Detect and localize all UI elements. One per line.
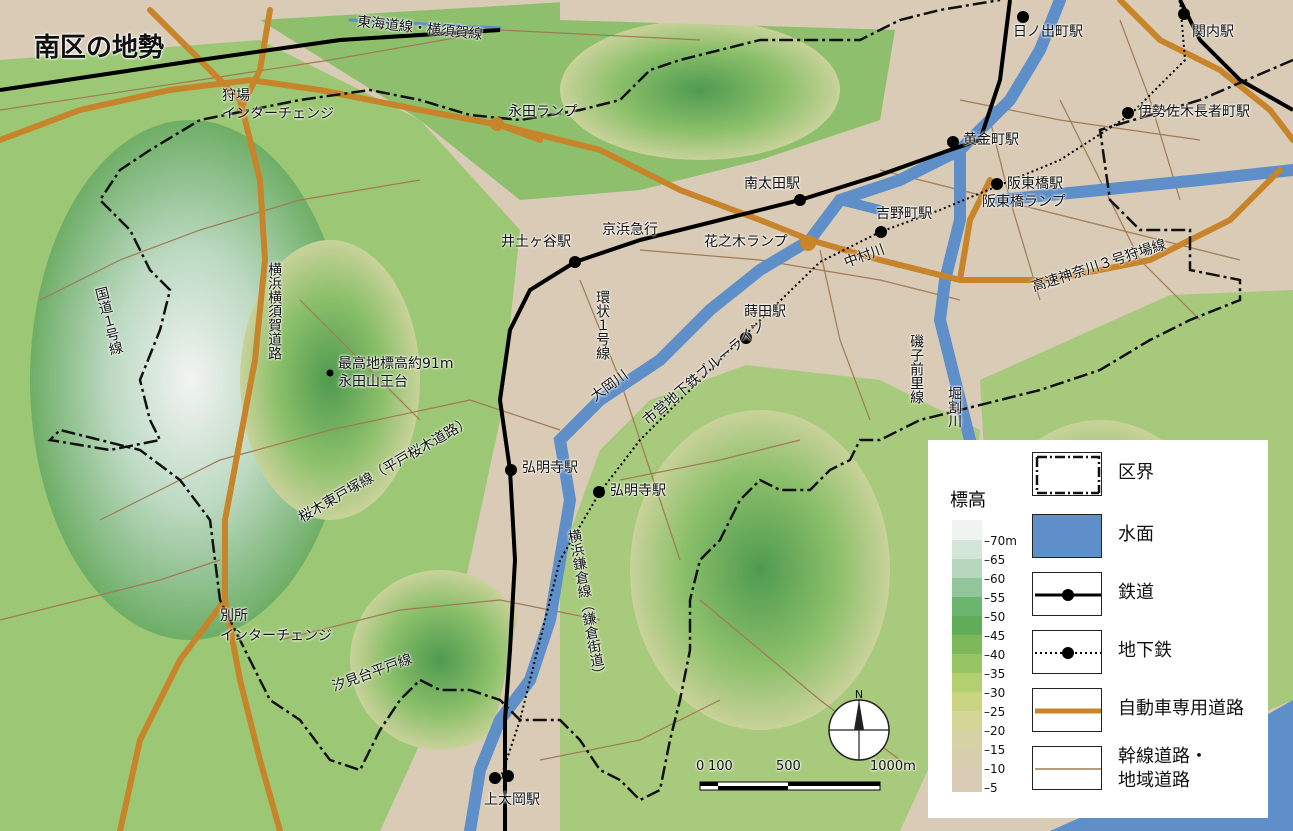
elevation-tick-label: –40 xyxy=(984,648,1006,662)
elevation-tick-label: –60 xyxy=(984,572,1006,586)
expressway-icon xyxy=(1032,688,1102,732)
label-gumyoji-subway-station: 弘明寺駅 xyxy=(610,483,666,499)
ramp-markers xyxy=(490,117,816,251)
lowland-river xyxy=(470,40,1293,831)
subway xyxy=(499,0,1187,781)
label-nagata-sannodai: 永田山王台 xyxy=(338,374,408,390)
elevation-tick-label: –70m xyxy=(984,534,1017,548)
subway-icon xyxy=(1032,630,1102,674)
elevation-tick-label: –15 xyxy=(984,743,1006,757)
elevation-tick-label: –50 xyxy=(984,610,1006,624)
boundary-icon xyxy=(1032,452,1102,496)
label-kanjo1-line: 環状１号線 xyxy=(594,290,611,360)
elevation-tick-label: –5 xyxy=(984,781,998,795)
label-kariba-ic-1: 狩場 xyxy=(222,88,250,104)
elevation-color-bar xyxy=(952,520,982,792)
label-kannai-station: 関内駅 xyxy=(1192,24,1234,40)
scale-tick-100: 100 xyxy=(708,759,733,774)
map-title: 南区の地勢 xyxy=(34,33,165,63)
legend-label-subway: 地下鉄 xyxy=(1118,640,1172,661)
label-isezaki-station: 伊勢佐木長者町駅 xyxy=(1138,104,1250,120)
railway-icon xyxy=(1032,572,1102,616)
label-idogaya-station: 井土ヶ谷駅 xyxy=(501,234,571,250)
label-koganecho-station: 黄金町駅 xyxy=(963,132,1019,148)
label-kariba-ic-2: インターチェンジ xyxy=(222,106,334,122)
elevation-tick-label: –25 xyxy=(984,705,1006,719)
scale-bar: 0 100 500 1000m xyxy=(696,759,928,804)
legend-label-expressway: 自動車専用道路 xyxy=(1118,698,1244,719)
rivers xyxy=(348,0,1293,831)
elevation-tick-label: –55 xyxy=(984,591,1006,605)
scale-tick-1000: 1000m xyxy=(870,759,916,774)
elevation-tick-label: –45 xyxy=(984,629,1006,643)
legend-label-local-road: 地域道路 xyxy=(1118,770,1190,791)
label-isogo-maesato-line: 磯子前里線 xyxy=(908,334,925,404)
label-kamiooka-station: 上大岡駅 xyxy=(484,792,540,808)
legend: 標高 –70m –65 –60 –55 –50 –45 –40 –35 –30 –25 –20 –15… xyxy=(928,440,1268,818)
elevation-tick-label: –20 xyxy=(984,724,1006,738)
label-bandobashi-station: 阪東橋駅 xyxy=(1007,176,1063,192)
label-yoshinocho-station: 吉野町駅 xyxy=(876,206,932,222)
elevation-tick-label: –65 xyxy=(984,553,1006,567)
arterial-road-icon xyxy=(1032,746,1102,790)
north-arrow-icon: N xyxy=(828,690,890,761)
elevation-tick-label: –10 xyxy=(984,762,1006,776)
label-maita-station: 蒔田駅 xyxy=(744,304,786,320)
label-bandobashi-ramp: 阪東橋ランプ xyxy=(982,194,1066,210)
scale-tick-500: 500 xyxy=(776,759,801,774)
water-icon xyxy=(1032,514,1102,558)
legend-label-boundary: 区界 xyxy=(1118,462,1154,483)
label-keikyu-line: 京浜急行 xyxy=(602,222,658,238)
legend-label-arterial-road: 幹線道路・ xyxy=(1118,746,1208,767)
label-minamiota-station: 南太田駅 xyxy=(744,176,800,192)
label-yokohama-yokosuka-road: 横浜横須賀道路 xyxy=(266,262,283,360)
legend-label-railway: 鉄道 xyxy=(1118,582,1154,603)
elevation-tick-label: –35 xyxy=(984,667,1006,681)
elevation-title: 標高 xyxy=(950,490,986,511)
legend-label-water: 水面 xyxy=(1118,524,1154,545)
station-markers xyxy=(326,8,1190,784)
label-highest-point: 最高地標高約91m xyxy=(338,356,454,372)
label-bessho-ic-2: インターチェンジ xyxy=(220,628,332,644)
label-gumyoji-keikyu-station: 弘明寺駅 xyxy=(522,460,578,476)
label-hananoki-ramp: 花之木ランプ xyxy=(704,234,788,250)
elevation-tick-label: –30 xyxy=(984,686,1006,700)
north-letter: N xyxy=(855,690,863,701)
label-nagata-ramp: 永田ランプ xyxy=(508,104,578,120)
label-hinodecho-station: 日ノ出町駅 xyxy=(1013,24,1083,40)
ward-boundary xyxy=(47,0,1293,802)
label-bessho-ic-1: 別所 xyxy=(220,608,248,624)
scale-tick-0: 0 xyxy=(696,759,705,774)
label-horiwari-river: 堀割川 xyxy=(946,386,963,428)
